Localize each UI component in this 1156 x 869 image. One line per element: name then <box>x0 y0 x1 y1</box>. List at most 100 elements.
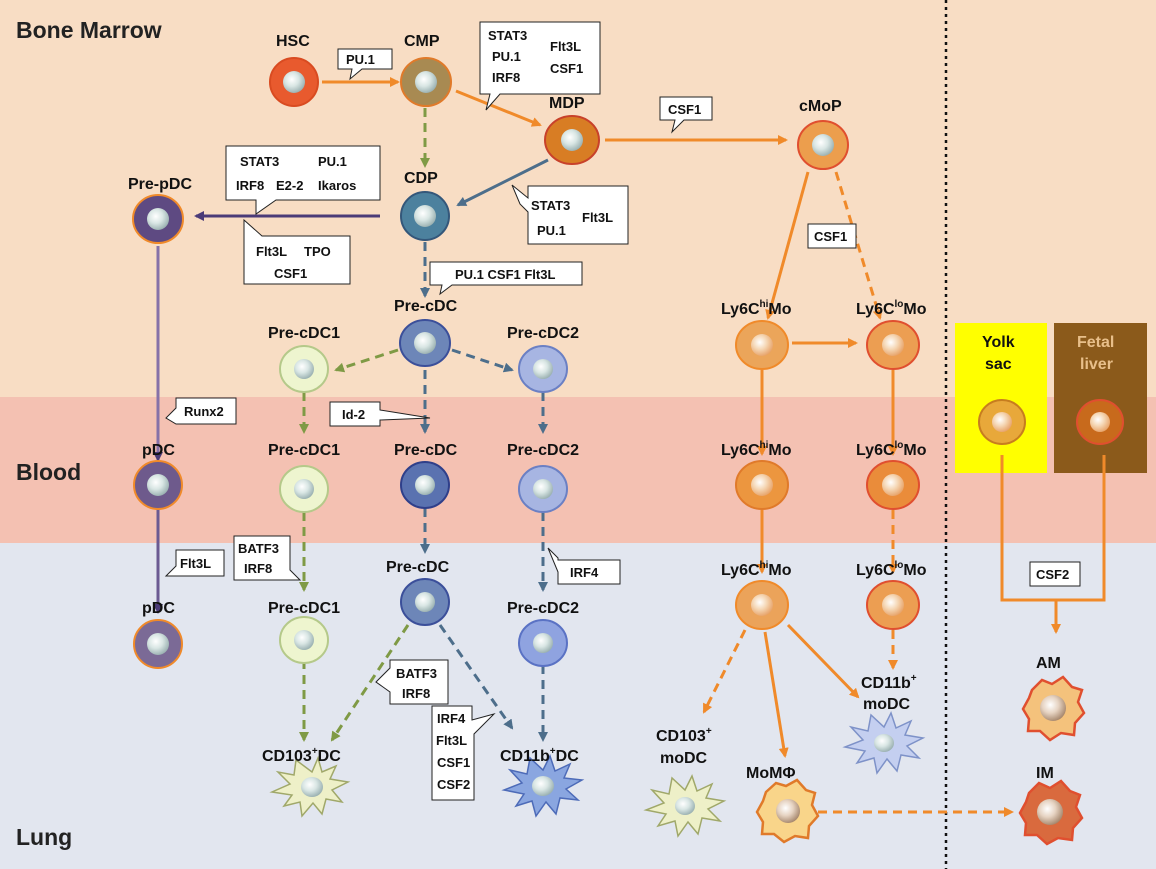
pre-cdc1-bm-nucleus <box>294 359 314 379</box>
region-blood: Blood <box>16 459 81 485</box>
label-am: AM <box>1036 655 1061 672</box>
label-hsc: HSC <box>276 33 310 50</box>
pre-cdc2-lung-nucleus <box>533 633 553 653</box>
factor-mdp-cdp-3: Flt3L <box>582 210 613 225</box>
label-fetal-2: liver <box>1080 356 1113 373</box>
factor-cmp-mdp-3: IRF8 <box>492 70 520 85</box>
label-pdc-blood: pDC <box>142 442 175 459</box>
callout-cdp-pdc-top <box>225 145 381 215</box>
factor-csf2: CSF2 <box>1036 567 1069 582</box>
factor-mdp-cdp-2: PU.1 <box>537 223 566 238</box>
yolk-sac-box <box>955 323 1047 473</box>
factor-cd11b-2: Flt3L <box>436 733 467 748</box>
arrow-precdc-precdc1 <box>334 348 399 373</box>
pdc-lung-nucleus <box>147 633 169 655</box>
cd11b-modc-nucleus <box>874 734 894 752</box>
cdp-nucleus <box>414 205 436 227</box>
callout-csf2 <box>1029 561 1081 587</box>
callout-batf3-irf8-lung <box>375 659 449 705</box>
label-ly6chi-lung: Ly6ChiMo <box>721 560 792 579</box>
factor-irf4: IRF4 <box>570 565 599 580</box>
im-nucleus <box>1037 799 1063 825</box>
label-pre-cdc-blood: Pre-cDC <box>394 442 458 459</box>
factor-texts: PU.1 STAT3 PU.1 IRF8 Flt3L CSF1 CSF1 CSF… <box>180 28 1069 792</box>
mdp-nucleus <box>561 129 583 151</box>
pre-cdc2-bm-nucleus <box>533 359 553 379</box>
label-cd11b-dc: CD11b+DC <box>500 746 579 765</box>
label-ly6chi-bm: Ly6ChiMo <box>721 299 792 318</box>
pdc-blood-nucleus <box>147 474 169 496</box>
label-cmp: CMP <box>404 33 440 50</box>
label-pre-cdc1-blood: Pre-cDC1 <box>268 442 340 459</box>
factor-cdp-pdc-top-1: STAT3 <box>240 154 279 169</box>
factor-cdp-precdc: PU.1 CSF1 Flt3L <box>455 267 555 282</box>
factor-cdp-pdc-bottom-1: Flt3L <box>256 244 287 259</box>
hsc-nucleus <box>283 71 305 93</box>
ly6clo-blood-nucleus <box>882 474 904 496</box>
arrow-mdp-cdp <box>456 158 549 207</box>
callout-cmp-mdp <box>479 21 601 111</box>
callout-flt3l <box>164 549 225 577</box>
label-cd103-modc-2: moDC <box>660 750 708 767</box>
factor-cmp-mdp-2: PU.1 <box>492 49 521 64</box>
pre-cdc1-blood-nucleus <box>294 479 314 499</box>
yolk-sac-nucleus <box>992 412 1012 432</box>
factor-batf3-irf8-lung-1: BATF3 <box>396 666 437 681</box>
factor-cdp-pdc-top-5: Ikaros <box>318 178 356 193</box>
fetal-liver-nucleus <box>1090 412 1110 432</box>
ly6clo-bm-nucleus <box>882 334 904 356</box>
fetal-liver-box <box>1054 323 1147 473</box>
arrow-yolk-am <box>1000 455 1056 602</box>
ly6clo-lung-nucleus <box>882 594 904 616</box>
label-pre-cdc2-blood: Pre-cDC2 <box>507 442 579 459</box>
callout-pu1 <box>337 48 393 81</box>
label-pre-cdc-lung: Pre-cDC <box>386 559 450 576</box>
callout-runx2 <box>165 397 237 425</box>
factor-cd11b-1: IRF4 <box>437 711 466 726</box>
callout-mdp-cdp <box>511 184 629 245</box>
callout-cdp-pdc-bottom <box>243 218 351 285</box>
cd11b-dc-nucleus <box>532 776 554 796</box>
pre-cdc-blood-nucleus <box>415 475 435 495</box>
label-ly6chi-blood: Ly6ChiMo <box>721 440 792 459</box>
label-pre-cdc1-bm: Pre-cDC1 <box>268 325 340 342</box>
factor-cmp-mdp-4: Flt3L <box>550 39 581 54</box>
factor-cdp-pdc-top-3: IRF8 <box>236 178 264 193</box>
factor-id2: Id-2 <box>342 407 365 422</box>
label-pre-cdc1-lung: Pre-cDC1 <box>268 600 340 617</box>
arrow-precdc-cd103dc <box>330 624 410 742</box>
label-cmop: cMoP <box>799 98 842 115</box>
factor-runx2: Runx2 <box>184 404 224 419</box>
label-cd103-dc: CD103+DC <box>262 746 341 765</box>
callout-cd11b-factors <box>431 705 496 801</box>
label-ly6clo-bm: Ly6CloMo <box>856 299 927 318</box>
label-cd103-modc: CD103+ <box>656 726 712 745</box>
label-fetal-1: Fetal <box>1077 334 1114 351</box>
cmp-nucleus <box>415 71 437 93</box>
arrow-cmop-ly6chi <box>765 171 810 320</box>
callout-cdp-precdc <box>429 261 583 296</box>
label-cd11b-modc-2: moDC <box>863 696 911 713</box>
factor-callouts <box>164 21 1081 801</box>
label-cdp: CDP <box>404 170 438 187</box>
label-pre-cdc-bm: Pre-cDC <box>394 298 458 315</box>
factor-cdp-pdc-top-4: E2-2 <box>276 178 303 193</box>
arrow-ly6chi-cd11bmodc <box>786 623 860 699</box>
arrow-cmp-mdp <box>455 89 542 127</box>
label-ly6clo-lung: Ly6CloMo <box>856 560 927 579</box>
am-nucleus <box>1040 695 1066 721</box>
arrow-ly6chi-cd103modc <box>702 629 747 714</box>
pre-cdc2-blood-nucleus <box>533 479 553 499</box>
factor-cmp-mdp-1: STAT3 <box>488 28 527 43</box>
arrow-cmop-ly6clo <box>834 171 883 320</box>
cells <box>132 57 1124 846</box>
label-pdc-lung: pDC <box>142 600 175 617</box>
factor-cd11b-3: CSF1 <box>437 755 470 770</box>
label-pre-cdc2-lung: Pre-cDC2 <box>507 600 579 617</box>
factor-batf3-irf8-lung-2: IRF8 <box>402 686 430 701</box>
callout-irf4 <box>547 547 621 585</box>
label-pre-pdc: Pre-pDC <box>128 176 192 193</box>
arrow-fetal-am <box>1051 455 1106 634</box>
